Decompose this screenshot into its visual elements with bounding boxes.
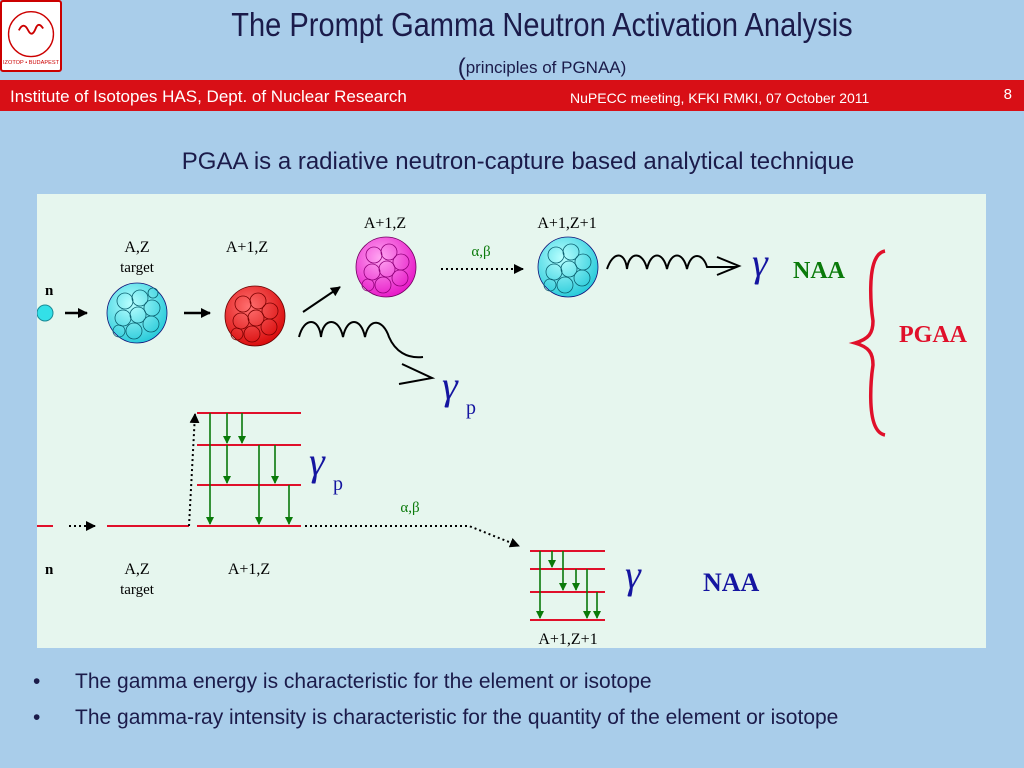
top-alpha-beta-label: α,β: [471, 244, 490, 260]
bottom-capture-arrow: [188, 413, 200, 527]
bullet-text: The gamma energy is characteristic for t…: [75, 670, 652, 693]
bottom-gamma-naa: γ: [625, 552, 642, 597]
bottom-n-label: n: [45, 562, 54, 578]
bottom-alpha-beta-label: α,β: [400, 500, 419, 516]
header-bar: Institute of Isotopes HAS, Dept. of Nucl…: [0, 80, 1024, 111]
top-product-label: A+1,Z+1: [537, 215, 596, 232]
arrow-to-excited: [302, 286, 341, 313]
delayed-gamma-transitions: [536, 551, 601, 619]
excited-nucleus: [355, 236, 417, 298]
top-target-az-label: A,Z: [124, 239, 149, 256]
page-number: 8: [1003, 86, 1012, 103]
compound-level-scheme: [197, 412, 301, 527]
bottom-gamma-p: γ: [309, 439, 326, 484]
gamma-wave-prompt-arrowhead: [398, 363, 436, 385]
institute-label: Institute of Isotopes HAS, Dept. of Nucl…: [10, 87, 407, 106]
bottom-product-label: A+1,Z+1: [538, 631, 597, 648]
product-level-scheme: [530, 550, 605, 621]
target-nucleus: [106, 282, 168, 344]
pgaa-label: PGAA: [899, 322, 968, 348]
page-title: The Prompt Gamma Neutron Activation Anal…: [231, 6, 853, 43]
pgaa-diagram: n A,Z target A+1,Z A+1,Z: [37, 194, 986, 648]
logo-text: IZOTOP • BUDAPEST: [3, 60, 60, 66]
gamma-wave-naa: [606, 254, 737, 270]
top-gamma-naa: γ: [752, 240, 769, 285]
top-n-label: n: [45, 283, 54, 299]
bottom-target-az-label: A,Z: [124, 561, 149, 578]
prompt-gamma-transitions: [206, 413, 293, 525]
gamma-wave-prompt: [298, 321, 424, 359]
pgaa-brace: [848, 249, 886, 437]
institute-logo: IZOTOP • BUDAPEST: [0, 0, 62, 72]
bottom-decay-arrow: [305, 525, 520, 548]
top-gamma-p: γ: [442, 363, 459, 408]
product-nucleus: [537, 236, 599, 298]
top-target-label: target: [120, 260, 155, 276]
bottom-gamma-p-sub: p: [333, 473, 343, 495]
top-gamma-p-sub: p: [466, 397, 476, 419]
meeting-label: NuPECC meeting, KFKI RMKI, 07 October 20…: [570, 90, 870, 106]
bullet-text: The gamma-ray intensity is characteristi…: [75, 706, 839, 729]
section-heading: PGAA is a radiative neutron-capture base…: [181, 148, 855, 175]
page-subtitle: (principles of PGNAA): [0, 54, 1024, 82]
bottom-target-label: target: [120, 582, 155, 598]
top-naa-label: NAA: [793, 258, 846, 284]
top-excited-label: A+1,Z: [364, 215, 406, 232]
bottom-naa-label: NAA: [703, 568, 760, 597]
top-compound-label: A+1,Z: [226, 239, 268, 256]
bullet-item: •The gamma-ray intensity is characterist…: [33, 706, 839, 729]
subtitle-paren: (: [457, 54, 466, 81]
neutron-particle: [37, 304, 54, 322]
gamma-wave-naa-arrowhead: [716, 256, 742, 276]
compound-nucleus: [224, 285, 286, 347]
bullet-list: •The gamma energy is characteristic for …: [33, 670, 838, 742]
bottom-compound-label: A+1,Z: [228, 561, 270, 578]
subtitle-text: principles of PGNAA): [465, 58, 627, 77]
bullet-item: •The gamma energy is characteristic for …: [33, 670, 652, 693]
